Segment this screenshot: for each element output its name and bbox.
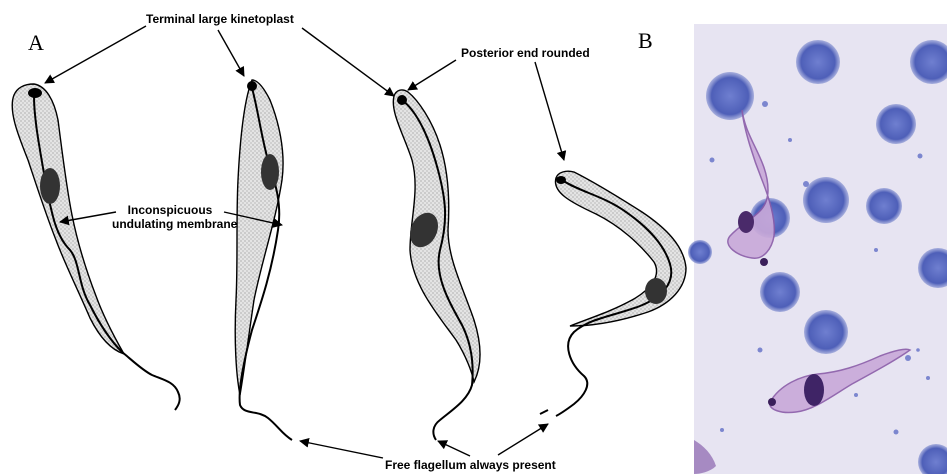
arrow-kinetoplast-3 bbox=[302, 28, 394, 96]
arrow-flagellum-1 bbox=[300, 441, 383, 458]
label-kinetoplast: Terminal large kinetoplast bbox=[146, 12, 294, 26]
nucleus bbox=[40, 168, 60, 204]
kinetoplast bbox=[28, 88, 42, 98]
callout-arrows bbox=[45, 26, 564, 458]
kinetoplast bbox=[397, 95, 407, 105]
label-membrane-line2: undulating membrane bbox=[112, 217, 228, 231]
trypanosome-1 bbox=[12, 84, 179, 410]
label-membrane-line1: Inconspicuous bbox=[112, 203, 228, 217]
cell-body bbox=[555, 171, 686, 326]
arrow-posterior-1 bbox=[408, 60, 456, 90]
micrograph bbox=[688, 24, 947, 474]
label-flagellum: Free flagellum always present bbox=[385, 458, 556, 472]
arrow-flagellum-2 bbox=[438, 441, 470, 456]
kinetoplast bbox=[247, 81, 257, 91]
flagellum-tip bbox=[540, 410, 548, 414]
arrow-flagellum-3 bbox=[498, 424, 548, 455]
kinetoplast bbox=[556, 176, 566, 184]
panel-b-letter: B bbox=[638, 30, 653, 52]
nucleus bbox=[261, 154, 279, 190]
arrow-posterior-2 bbox=[535, 62, 564, 160]
label-posterior: Posterior end rounded bbox=[461, 46, 590, 60]
trypanosome-3 bbox=[393, 90, 480, 440]
arrow-kinetoplast-1 bbox=[45, 26, 146, 83]
arrow-kinetoplast-2 bbox=[218, 30, 244, 76]
cell-body bbox=[12, 84, 124, 354]
panel-a-letter: A bbox=[28, 32, 44, 54]
trypanosome-2 bbox=[235, 80, 292, 440]
label-membrane: Inconspicuous undulating membrane bbox=[112, 203, 228, 231]
trypanosome-4 bbox=[540, 171, 686, 416]
nucleus bbox=[645, 278, 667, 304]
